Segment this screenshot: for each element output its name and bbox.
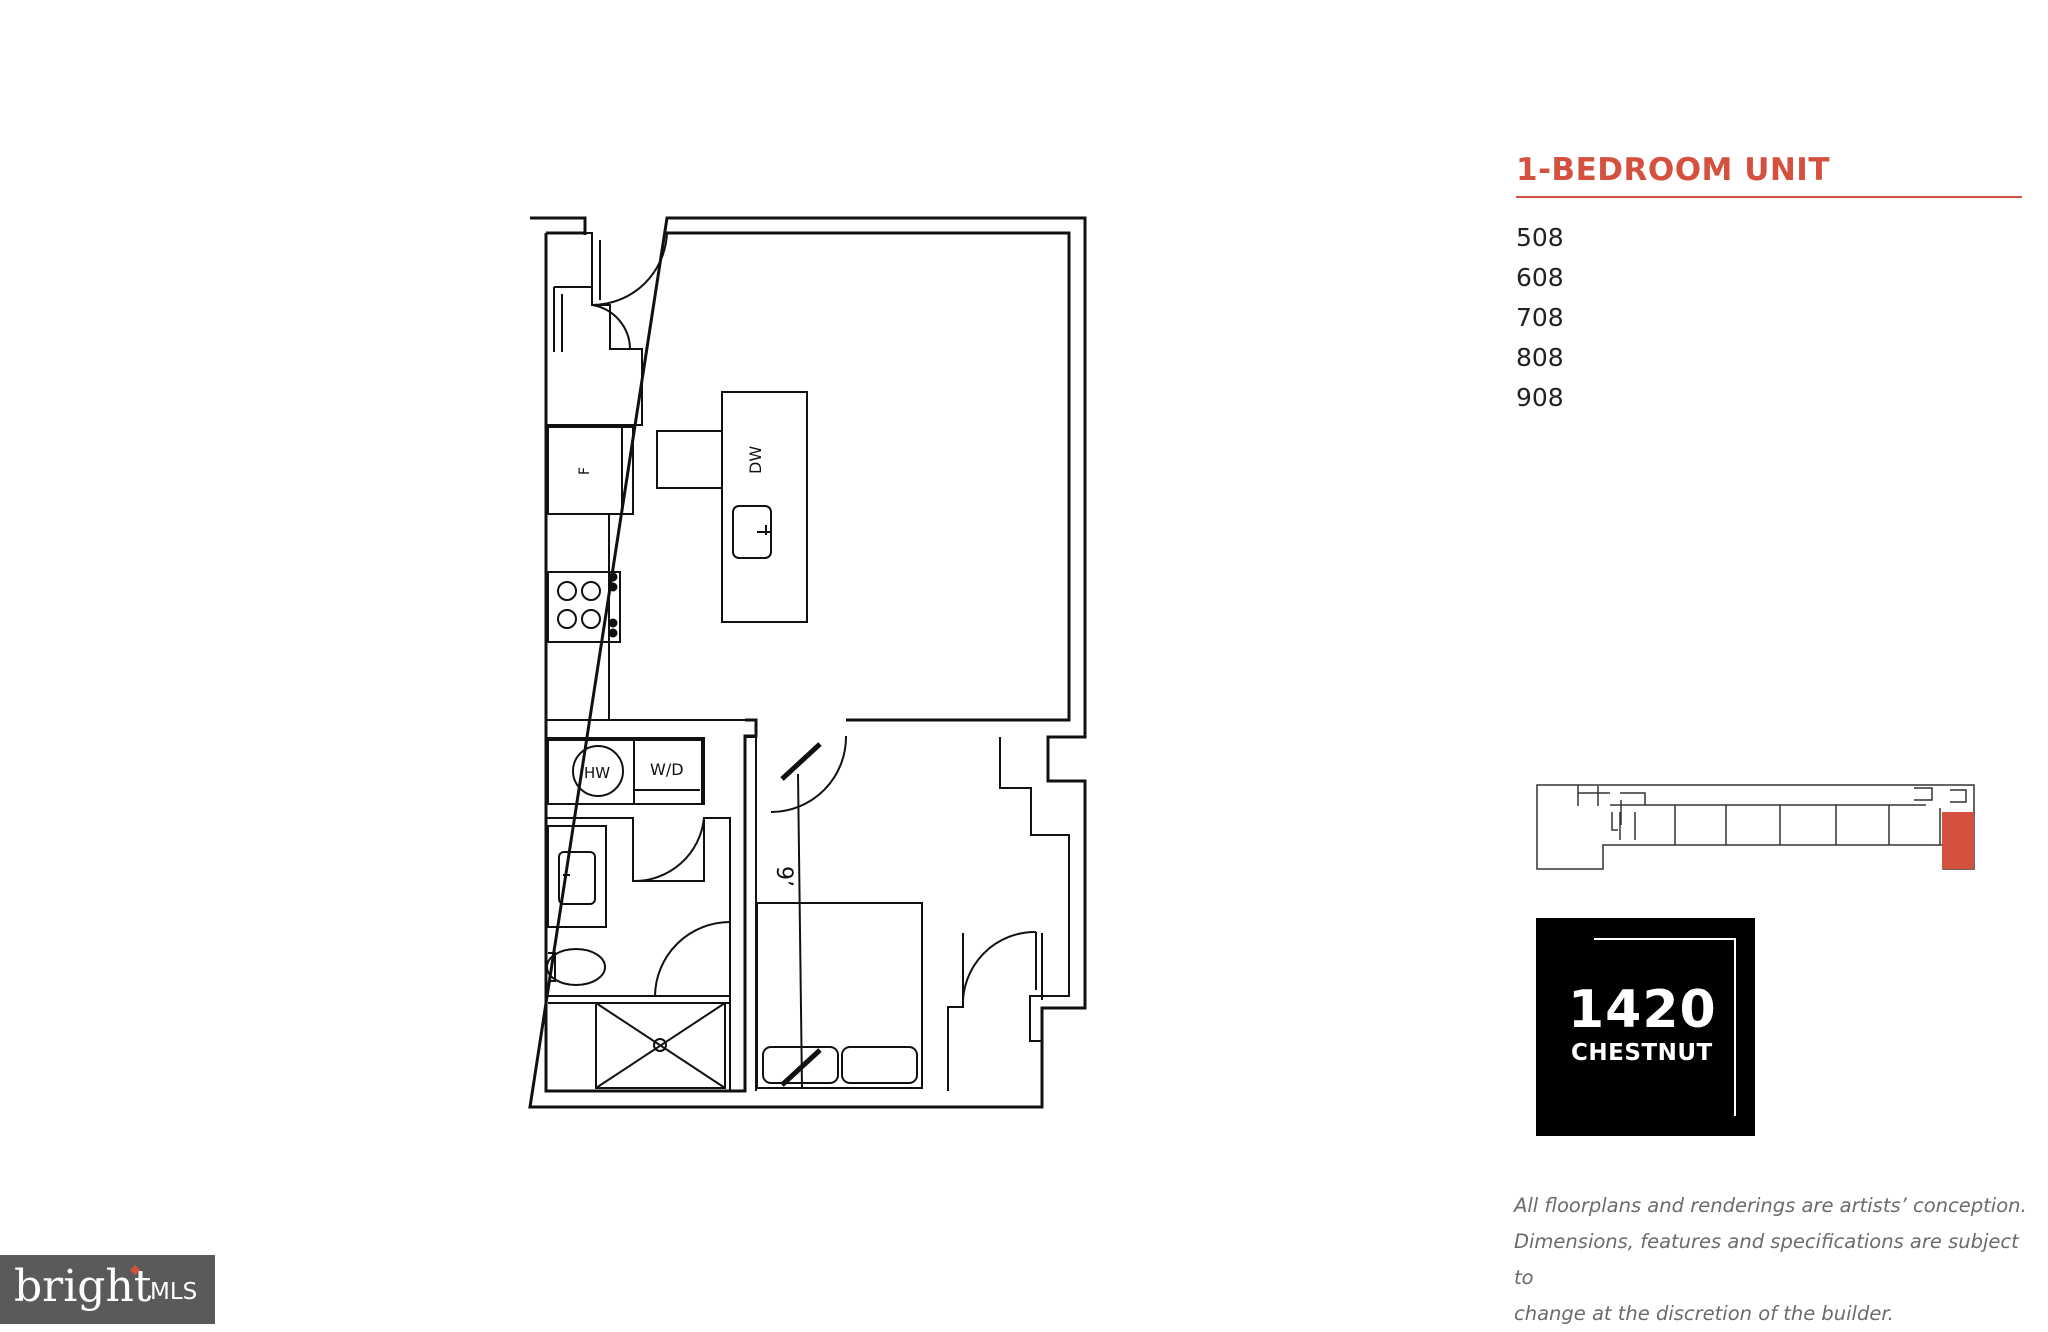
- bath-door-swing: [654, 921, 731, 997]
- dishwasher: [656, 430, 723, 489]
- watermark-dot-icon: [130, 1265, 140, 1275]
- inner-wall-outline: [544, 231, 1071, 1093]
- unit-type-title: 1-BEDROOM UNIT: [1516, 152, 1830, 188]
- unit-number: 908: [1516, 383, 1564, 412]
- washer-dryer-label: W/D: [650, 760, 684, 779]
- pillow: [841, 1046, 918, 1084]
- water-heater-label: HW: [584, 764, 610, 782]
- bath-sink: [558, 851, 596, 905]
- entry-door-swing: [591, 232, 668, 307]
- closet-wall: [546, 232, 643, 426]
- bedroom-door-swing: [770, 735, 848, 813]
- closet-door-swing: [591, 304, 631, 350]
- dishwasher-label: DW: [746, 446, 765, 474]
- bright-mls-watermark: bright MLS: [0, 1255, 215, 1324]
- unit-number: 808: [1516, 343, 1564, 372]
- disclaimer-line: change at the discretion of the builder.: [1514, 1302, 1894, 1325]
- bedroom-closet: [947, 933, 1043, 1091]
- unit-number: 708: [1516, 303, 1564, 332]
- building-logo: 1420 CHESTNUT: [1536, 918, 1755, 1136]
- bath-vanity: [547, 825, 607, 928]
- key-plan: [1536, 784, 1975, 870]
- disclaimer: All floorplans and renderings are artist…: [1514, 1188, 2034, 1332]
- fridge-label: F: [577, 467, 593, 475]
- kitchen-counter: [548, 513, 610, 720]
- kitchen-island: [721, 391, 808, 623]
- outer-wall: [528, 216, 1087, 1109]
- toilet: [546, 948, 606, 986]
- key-plan-unit-highlight: [1942, 812, 1974, 869]
- watermark-suffix: MLS: [150, 1279, 198, 1305]
- bedroom-closet-swing: [961, 930, 1037, 1008]
- unit-number: 608: [1516, 263, 1564, 292]
- bath-wall: [546, 817, 731, 997]
- bedroom-wall-step: [999, 737, 1070, 1042]
- logo-name: CHESTNUT: [1571, 1040, 1713, 1066]
- disclaimer-line: Dimensions, features and specifications …: [1514, 1230, 2019, 1289]
- unit-number: 508: [1516, 223, 1564, 252]
- water-heater: [572, 745, 624, 797]
- logo-number: 1420: [1568, 980, 1717, 1040]
- disclaimer-line: All floorplans and renderings are artist…: [1514, 1194, 2027, 1217]
- title-divider: [1516, 196, 2022, 198]
- ceiling-height-label: 9’: [771, 866, 796, 887]
- unit-number-list: 508 608 708 808 908: [1516, 218, 1564, 418]
- laundry-closet: [547, 739, 703, 805]
- range: [547, 571, 621, 643]
- bed: [756, 902, 923, 1089]
- closet-inner: [553, 286, 592, 352]
- logo-frame: [1558, 938, 1736, 1116]
- watermark-brand: bright: [14, 1261, 152, 1312]
